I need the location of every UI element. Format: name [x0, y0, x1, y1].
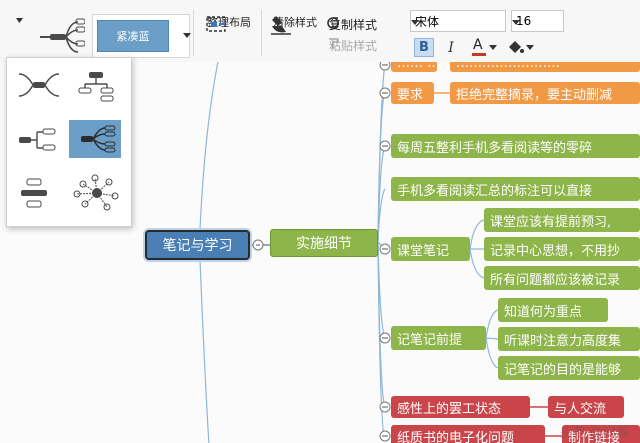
layout-map-icon[interactable] [15, 66, 63, 104]
chevron-down-icon [512, 20, 520, 25]
toolbar: 紧凑蓝 整理布局 清除样式 复制样式 粘贴样式 宋体 [0, 0, 640, 63]
topic-detail-label: …………………… [456, 62, 560, 71]
topic-node[interactable]: 每周五整利手机多看阅读等的零碎 [391, 134, 640, 158]
root-node-label: 笔记与学习 [162, 238, 233, 254]
italic-button[interactable]: I [442, 38, 460, 57]
clear-style-button[interactable]: 清除样式 [268, 14, 322, 35]
topic-node[interactable]: 课堂应该有提前预习, [484, 208, 640, 232]
font-family-select[interactable]: 宋体 [410, 10, 506, 32]
topic-detail-label: 制作链接 [568, 430, 621, 443]
chevron-down-icon [526, 45, 534, 50]
requirement-detail-node[interactable]: 拒绝完整摘录，要主动删减 [450, 82, 640, 104]
paste-style-icon [329, 38, 339, 49]
font-color-button[interactable]: A [470, 36, 500, 58]
copy-style-icon [327, 17, 339, 29]
topic-detail-node[interactable]: 制作链接 [562, 425, 640, 443]
arrange-layout-button[interactable]: 整理布局 [203, 14, 255, 32]
chevron-down-icon [489, 45, 497, 50]
connector-lines [199, 62, 562, 443]
topic-label: 所有问题都应该被记录 [490, 272, 621, 288]
theme-label: 紧凑蓝 [97, 20, 169, 52]
topic-node[interactable]: 纸质书的电子化问题 [391, 425, 545, 443]
class-notes-node[interactable]: 课堂笔记 [391, 237, 470, 261]
requirement-node[interactable]: 要求 [391, 82, 434, 104]
class-notes-label: 课堂笔记 [397, 243, 450, 259]
topic-label: …… …… [397, 62, 437, 71]
chevron-down-icon [411, 20, 419, 25]
topic-node[interactable]: 记笔记的目的是能够 [498, 356, 640, 380]
pre-notes-node[interactable]: 记笔记前提 [391, 326, 486, 350]
layout-tree-icon[interactable] [15, 120, 63, 158]
bold-button[interactable]: B [414, 38, 434, 57]
topic-detail-node[interactable]: 与人交流 [548, 396, 624, 418]
topic-node[interactable]: 听课时注意力高度集 [498, 327, 640, 351]
topic-label: 记笔记的目的是能够 [504, 362, 622, 378]
layout-logic-right-option-selected[interactable] [69, 120, 121, 158]
requirement-label: 要求 [397, 87, 424, 103]
topic-detail-label: 与人交流 [554, 401, 607, 417]
watermark: 头条 @问答 [560, 426, 630, 441]
toolbar-divider [261, 10, 262, 56]
topic-label: 感性上的罢工状态 [397, 401, 502, 417]
fill-color-button[interactable] [506, 36, 536, 58]
arrange-layout-icon [206, 16, 226, 32]
layout-picker-popup [6, 57, 132, 227]
subtopic-node-label: 实施细节 [296, 236, 352, 252]
font-family-value: 宋体 [415, 14, 440, 29]
paste-style-button[interactable]: 粘贴样式 [326, 37, 377, 54]
requirement-detail-label: 拒绝完整摘录，要主动删减 [456, 87, 613, 103]
topic-label: 纸质书的电子化问题 [397, 430, 515, 443]
topic-label: 每周五整利手机多看阅读等的零碎 [397, 140, 593, 156]
topic-node[interactable]: 记录中心思想，不用抄 [484, 237, 640, 261]
paste-style-label: 粘贴样式 [329, 39, 378, 53]
topic-label: 手机多看阅读汇总的标注可以直接 [397, 183, 593, 199]
font-size-select[interactable]: 16 [511, 10, 564, 32]
pre-notes-label: 记笔记前提 [397, 332, 463, 348]
brush-icon [271, 16, 291, 35]
layout-picker-button[interactable] [10, 8, 85, 54]
mindmap-layout-icon [16, 18, 85, 53]
root-node[interactable]: 笔记与学习 [145, 230, 250, 260]
layout-radial-icon[interactable] [73, 174, 121, 212]
layout-org-chart-icon[interactable] [73, 66, 121, 104]
topic-node[interactable]: 感性上的罢工状态 [391, 396, 530, 418]
copy-style-label: 复制样式 [329, 18, 378, 32]
topic-detail-node[interactable]: …………………… [450, 62, 640, 72]
topic-label: 听课时注意力高度集 [504, 333, 622, 349]
topic-label: 课堂应该有提前预习, [490, 214, 612, 230]
topic-node[interactable]: 所有问题都应该被记录 [484, 266, 640, 290]
layout-timeline-icon[interactable] [15, 174, 63, 212]
layout-logic-right-icon [81, 125, 116, 153]
arrange-layout-label: 整理布局 [207, 16, 251, 29]
clear-style-label: 清除样式 [273, 16, 317, 29]
topic-node[interactable]: …… …… [391, 62, 437, 72]
topic-label: 知道何为重点 [504, 304, 583, 320]
font-size-value: 16 [516, 14, 532, 28]
font-color-label: A [473, 37, 483, 53]
subtopic-node[interactable]: 实施细节 [270, 229, 378, 257]
topic-label: 记录中心思想，不用抄 [490, 243, 621, 259]
copy-style-button[interactable]: 复制样式 [326, 16, 377, 33]
bold-label: B [419, 40, 429, 55]
paint-bucket-icon [509, 41, 524, 53]
topic-node[interactable]: 手机多看阅读汇总的标注可以直接 [391, 177, 640, 201]
font-color-swatch [472, 53, 486, 56]
italic-label: I [448, 39, 454, 56]
topic-node[interactable]: 知道何为重点 [498, 298, 608, 322]
toolbar-divider [193, 10, 194, 56]
